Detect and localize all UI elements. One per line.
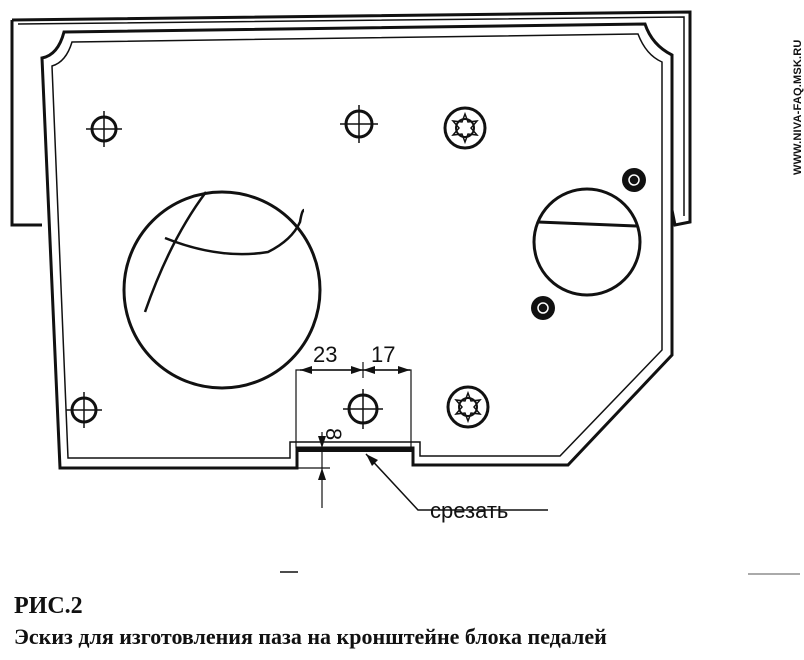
callout-label: срезать [430,498,508,523]
dim-arrow-v-top [318,436,326,448]
figure-number: РИС.2 [14,593,83,619]
right-opening-chord [537,220,638,228]
stud-upper-right [622,168,646,192]
dim-arrow-4 [398,366,410,374]
right-opening [532,187,642,297]
dim-label-23: 23 [313,342,337,367]
large-opening [122,190,322,390]
bracket-flange [10,10,692,227]
hole-top-left [86,111,122,147]
hole-top-center [340,105,378,143]
stud-lower-right [531,296,555,320]
star-nut-bottom [446,385,490,429]
dim-arrow-v-bottom [318,468,326,480]
large-opening-inner-lines [143,191,305,313]
dim-arrow-1 [300,366,312,374]
dim-label-8: 8 [321,428,346,440]
callout-arrow [366,454,378,466]
plate-outline [40,22,674,470]
watermark: WWW.NIVA-FAQ.MSK.RU [792,39,804,175]
hole-slot-center [343,389,383,429]
dim-arrow-2 [351,366,363,374]
plate-inner-outline [51,33,663,459]
star-nut-top [443,106,487,150]
callout-leader [365,453,548,511]
bracket-flange-inner [17,16,685,216]
dim-label-17: 17 [371,342,395,367]
figure-caption: Эскиз для изготовления паза на кронштейн… [14,624,607,649]
hole-bottom-left [66,392,102,428]
dim-arrow-3 [363,366,375,374]
bracket-drawing: 23 17 8 срезать [10,10,800,575]
